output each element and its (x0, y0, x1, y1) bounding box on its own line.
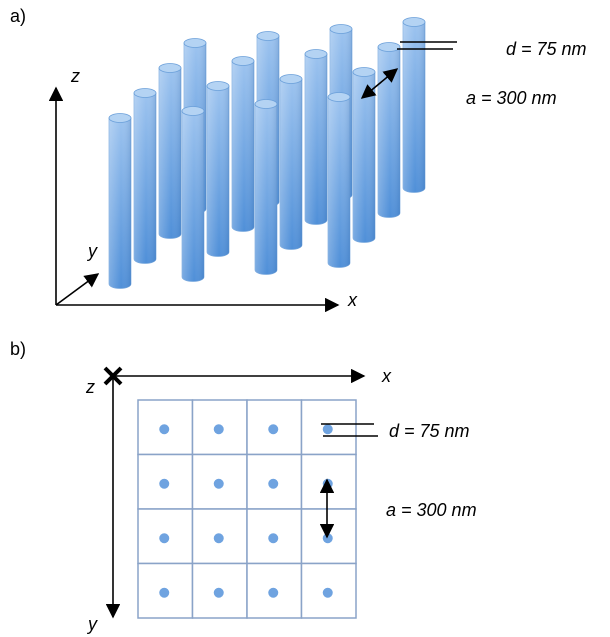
pillar-dot (268, 533, 279, 544)
pillar (108, 113, 132, 289)
pillar-dot (213, 587, 224, 598)
diameter-label: d = 75 nm (506, 39, 587, 59)
panel-a-label: a) (10, 6, 26, 26)
pillar (158, 63, 182, 239)
lattice-grid (137, 399, 357, 619)
pillar (402, 17, 426, 193)
grid-cell (246, 562, 303, 619)
spacing-label-b: a = 300 nm (386, 500, 477, 520)
pillar-dot (213, 424, 224, 435)
pillar (279, 74, 303, 250)
x-axis-label: x (347, 290, 358, 310)
y-axis-arrow (55, 273, 100, 306)
origin-cross-icon (103, 366, 123, 386)
spacing-label: a = 300 nm (466, 88, 557, 108)
pillar (254, 99, 278, 275)
pillar-dot (213, 478, 224, 489)
z-axis-label: z (70, 66, 80, 86)
pillar (304, 49, 328, 225)
pillar-dot (322, 587, 333, 598)
panel-b: b) z x y d = 75 nm a = 300 nm (10, 339, 477, 634)
pillar (327, 92, 351, 268)
pillar-dot (159, 424, 170, 435)
pillar-array (108, 17, 426, 289)
pillar-dot (159, 533, 170, 544)
pillar-dot (268, 478, 279, 489)
pillar-dot (268, 587, 279, 598)
pillar-dot (159, 587, 170, 598)
pillar-dot (159, 478, 170, 489)
y-axis-label: y (86, 241, 98, 261)
pillar (231, 56, 255, 232)
y-axis-label-b: y (86, 614, 98, 634)
grid-cell (300, 399, 357, 456)
panel-b-label: b) (10, 339, 26, 359)
x-axis-label-b: x (381, 366, 392, 386)
pillar (133, 88, 157, 264)
z-axis-label-b: z (85, 377, 95, 397)
pillar-dot (322, 424, 333, 435)
pillar (206, 81, 230, 257)
pillar-dot (268, 424, 279, 435)
pillar (181, 106, 205, 282)
diameter-label-b: d = 75 nm (389, 421, 470, 441)
spacing-arrow (360, 68, 399, 99)
pillar (352, 67, 376, 243)
pillar-dot (213, 533, 224, 544)
panel-a: a) z y x d = 75 nm a = 300 nm (10, 6, 587, 313)
